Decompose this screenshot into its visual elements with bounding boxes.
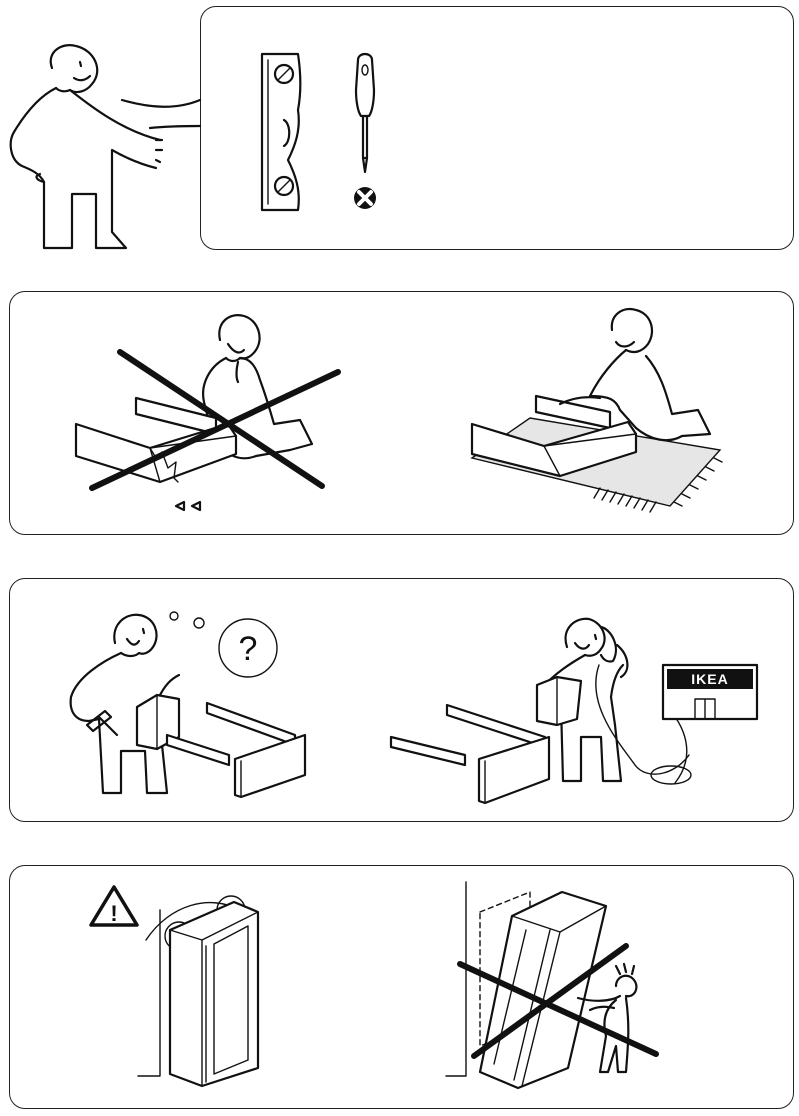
- warning-mark: !: [110, 901, 117, 926]
- confused-figure-with-manual: ?: [55, 585, 375, 815]
- figure-calling-ikea: IKEA: [385, 585, 765, 815]
- warning-icon: !: [88, 884, 140, 928]
- anchor-to-wall-panel: [9, 865, 794, 1109]
- wrong-assembly-on-hard-floor: [60, 300, 360, 520]
- store-sign-text: IKEA: [691, 671, 728, 687]
- cam-lock-illustration: [255, 50, 305, 215]
- pointing-figure: [0, 0, 210, 260]
- correct-assembly-on-rug: [460, 300, 750, 525]
- cabinet-anchored-to-wall: [130, 880, 290, 1090]
- screwdriver-icon: [354, 50, 376, 209]
- cabinet-tipping-over: [430, 876, 670, 1096]
- question-mark: ?: [239, 630, 258, 668]
